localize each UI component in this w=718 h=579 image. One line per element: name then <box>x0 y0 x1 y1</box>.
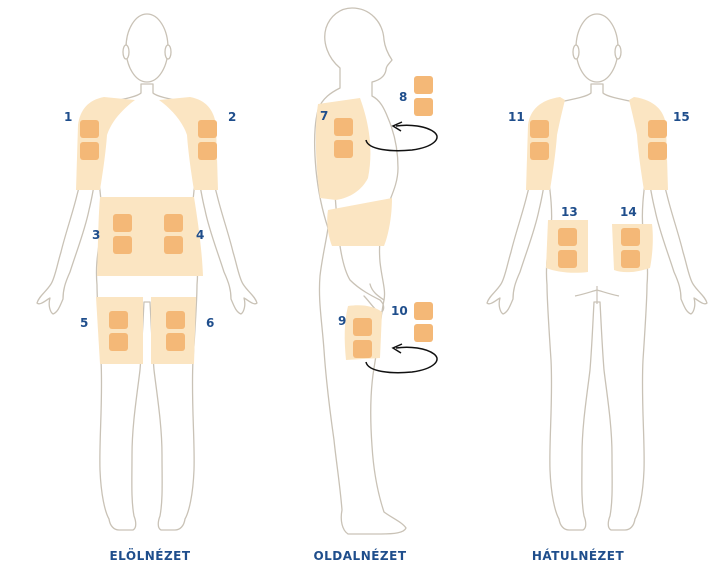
patch <box>80 120 99 138</box>
site-number: 1 <box>64 110 72 124</box>
site-number: 9 <box>338 314 346 328</box>
patch <box>530 142 549 160</box>
patch <box>334 118 353 136</box>
patch <box>164 236 183 254</box>
side-view: 7 8 9 10 <box>315 8 437 534</box>
patch <box>109 333 128 351</box>
patch <box>166 311 185 329</box>
patch <box>353 340 372 358</box>
patch <box>414 98 433 116</box>
site-number: 11 <box>508 110 525 124</box>
site-number: 8 <box>399 90 407 104</box>
patch <box>164 214 183 232</box>
side-view-label: OLDALNÉZET <box>260 549 460 563</box>
patch <box>621 250 640 268</box>
front-zone-thighs <box>96 297 196 364</box>
front-view-label: ELÖLNÉZET <box>50 549 250 563</box>
site-number: 4 <box>196 228 204 242</box>
site-number: 5 <box>80 316 88 330</box>
patch <box>414 324 433 342</box>
site-number: 7 <box>320 109 328 123</box>
site-number: 10 <box>391 304 408 318</box>
patch <box>530 120 549 138</box>
site-number: 6 <box>206 316 214 330</box>
patch <box>558 228 577 246</box>
front-zone-abdomen <box>97 197 203 276</box>
patch <box>113 214 132 232</box>
site-number: 15 <box>673 110 690 124</box>
patch <box>621 228 640 246</box>
site-number: 13 <box>561 205 578 219</box>
site-number: 3 <box>92 228 100 242</box>
patch <box>558 250 577 268</box>
patch <box>414 302 433 320</box>
patch <box>198 142 217 160</box>
side-body-outline <box>315 8 406 534</box>
patch <box>648 142 667 160</box>
patch <box>113 236 132 254</box>
patch <box>166 333 185 351</box>
patch <box>414 76 433 94</box>
back-body-outline <box>487 14 707 530</box>
patch <box>198 120 217 138</box>
patch <box>648 120 667 138</box>
site-number: 14 <box>620 205 637 219</box>
back-view: 11 13 14 15 <box>487 14 707 530</box>
patch <box>80 142 99 160</box>
front-view: 1 2 3 4 5 6 <box>37 14 257 530</box>
patch <box>109 311 128 329</box>
site-number: 2 <box>228 110 236 124</box>
patch <box>334 140 353 158</box>
back-view-label: HÁTULNÉZET <box>478 549 678 563</box>
patch <box>353 318 372 336</box>
